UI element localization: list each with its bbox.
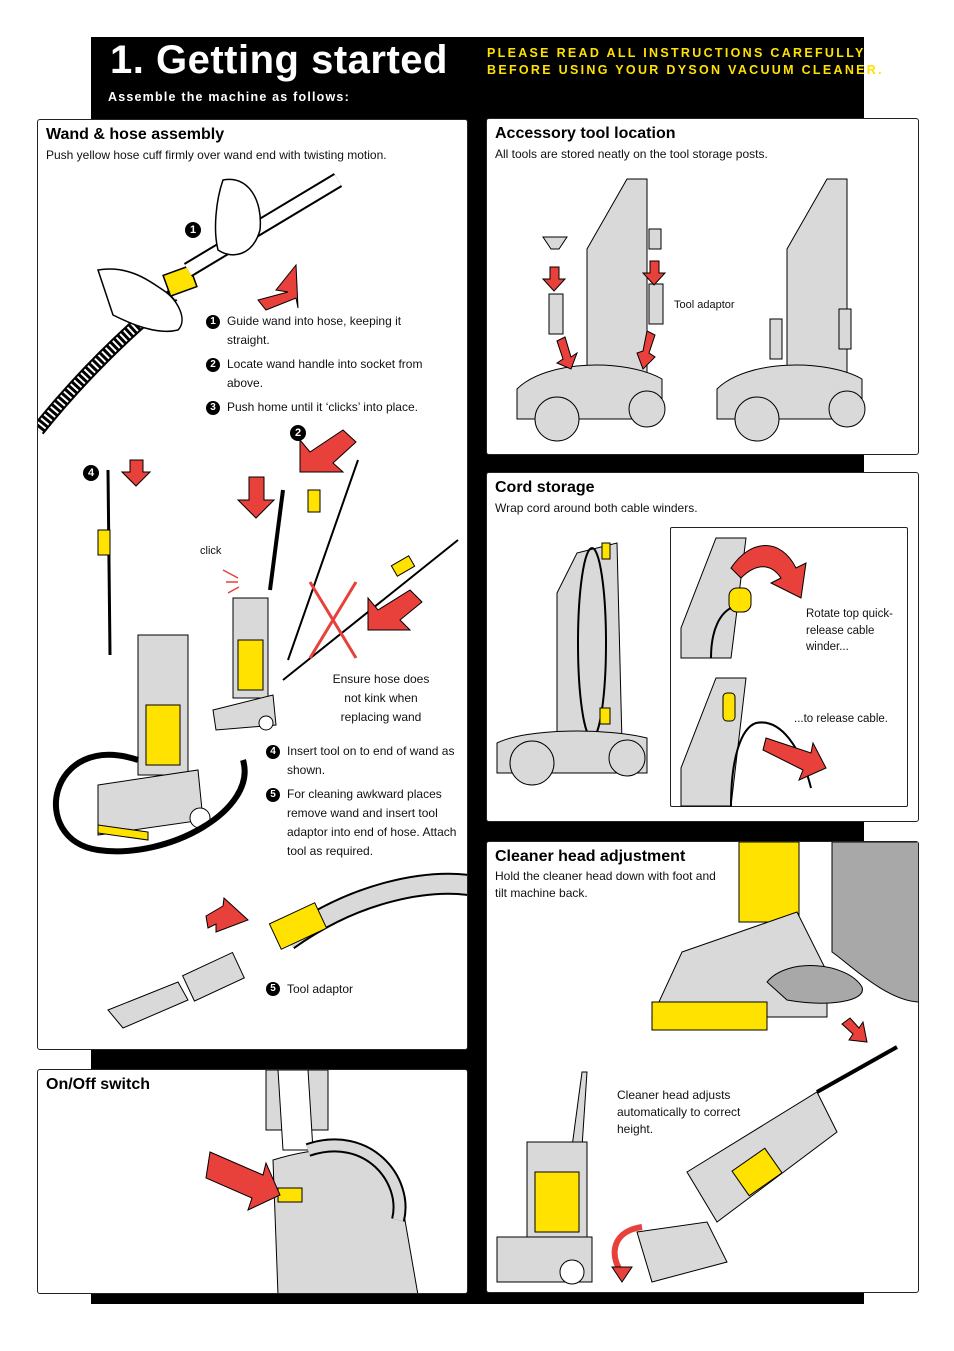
step-5-text: For cleaning awkward places remove wand … <box>287 787 457 858</box>
callout-2: 2 <box>290 425 306 441</box>
on-off-panel: On/Off switch <box>37 1069 468 1294</box>
step-5-number: 5 <box>266 788 280 802</box>
step-1-number: 1 <box>206 315 220 329</box>
tool-adaptor-label: Tool adaptor <box>287 982 354 996</box>
wand-hose-title: Wand & hose assembly <box>46 126 225 143</box>
step-3-number: 3 <box>206 401 220 415</box>
tool-adaptor-number: 5 <box>266 982 280 996</box>
step-4-number: 4 <box>266 745 280 759</box>
release-cable-note: ...to release cable. <box>794 713 888 725</box>
step-2-number: 2 <box>206 358 220 372</box>
page-subtitle: Assemble the machine as follows: <box>108 90 350 104</box>
cord-vacuum-illustration <box>496 542 648 786</box>
callout-4: 4 <box>83 465 99 481</box>
cleaner-head-subtitle: Hold the cleaner head down with foot and… <box>495 869 716 900</box>
vacuum-assembly-illustration <box>52 429 467 1029</box>
on-off-illustration <box>205 1070 419 1293</box>
step-4-text: Insert tool on to end of wand as shown. <box>287 744 455 777</box>
cord-detail-illustration <box>671 537 907 807</box>
click-label: click <box>200 545 222 557</box>
accessory-tool-panel: Accessory tool location All tools are st… <box>486 118 919 455</box>
cleaner-head-note: Cleaner head adjusts automatically to co… <box>617 1088 741 1136</box>
hand-hose-illustration <box>38 173 343 435</box>
cord-subtitle: Wrap cord around both cable winders. <box>495 501 698 515</box>
kink-warning: Ensure hose does not kink when replacing… <box>332 672 430 724</box>
accessory-title: Accessory tool location <box>495 125 676 142</box>
rotate-winder-note: Rotate top quick-release cable winder... <box>806 608 893 653</box>
cord-detail-box: Rotate top quick-release cable winder...… <box>670 527 908 807</box>
cord-storage-panel: Cord storage Wrap cord around both cable… <box>486 472 919 822</box>
accessory-illustration <box>516 178 866 442</box>
warning-line-2: BEFORE USING YOUR DYSON VACUUM CLEANER. <box>487 63 884 77</box>
step-1-text: Guide wand into hose, keeping it straigh… <box>227 314 402 347</box>
page-title: 1. Getting started <box>110 38 448 82</box>
cord-title: Cord storage <box>495 479 595 496</box>
step-3-text: Push home until it ‘clicks’ into place. <box>227 400 418 414</box>
wand-hose-subtitle: Push yellow hose cuff firmly over wand e… <box>46 148 387 162</box>
step-2-text: Locate wand handle into socket from abov… <box>227 357 423 390</box>
cleaner-head-title: Cleaner head adjustment <box>495 848 686 865</box>
accessory-subtitle: All tools are stored neatly on the tool … <box>495 147 768 161</box>
warning-line-1: PLEASE READ ALL INSTRUCTIONS CAREFULLY <box>487 46 866 60</box>
accessory-tool-adaptor-label: Tool adaptor <box>674 299 735 311</box>
on-off-title: On/Off switch <box>46 1076 150 1093</box>
wand-hose-panel: Wand & hose assembly Push yellow hose cu… <box>37 119 468 1050</box>
warning-notice: PLEASE READ ALL INSTRUCTIONS CAREFULLY B… <box>487 45 884 79</box>
callout-1: 1 <box>185 222 201 238</box>
cleaner-head-panel: Cleaner head adjustment Hold the cleaner… <box>486 841 919 1293</box>
cleaner-head-top-illustration <box>496 842 918 1285</box>
